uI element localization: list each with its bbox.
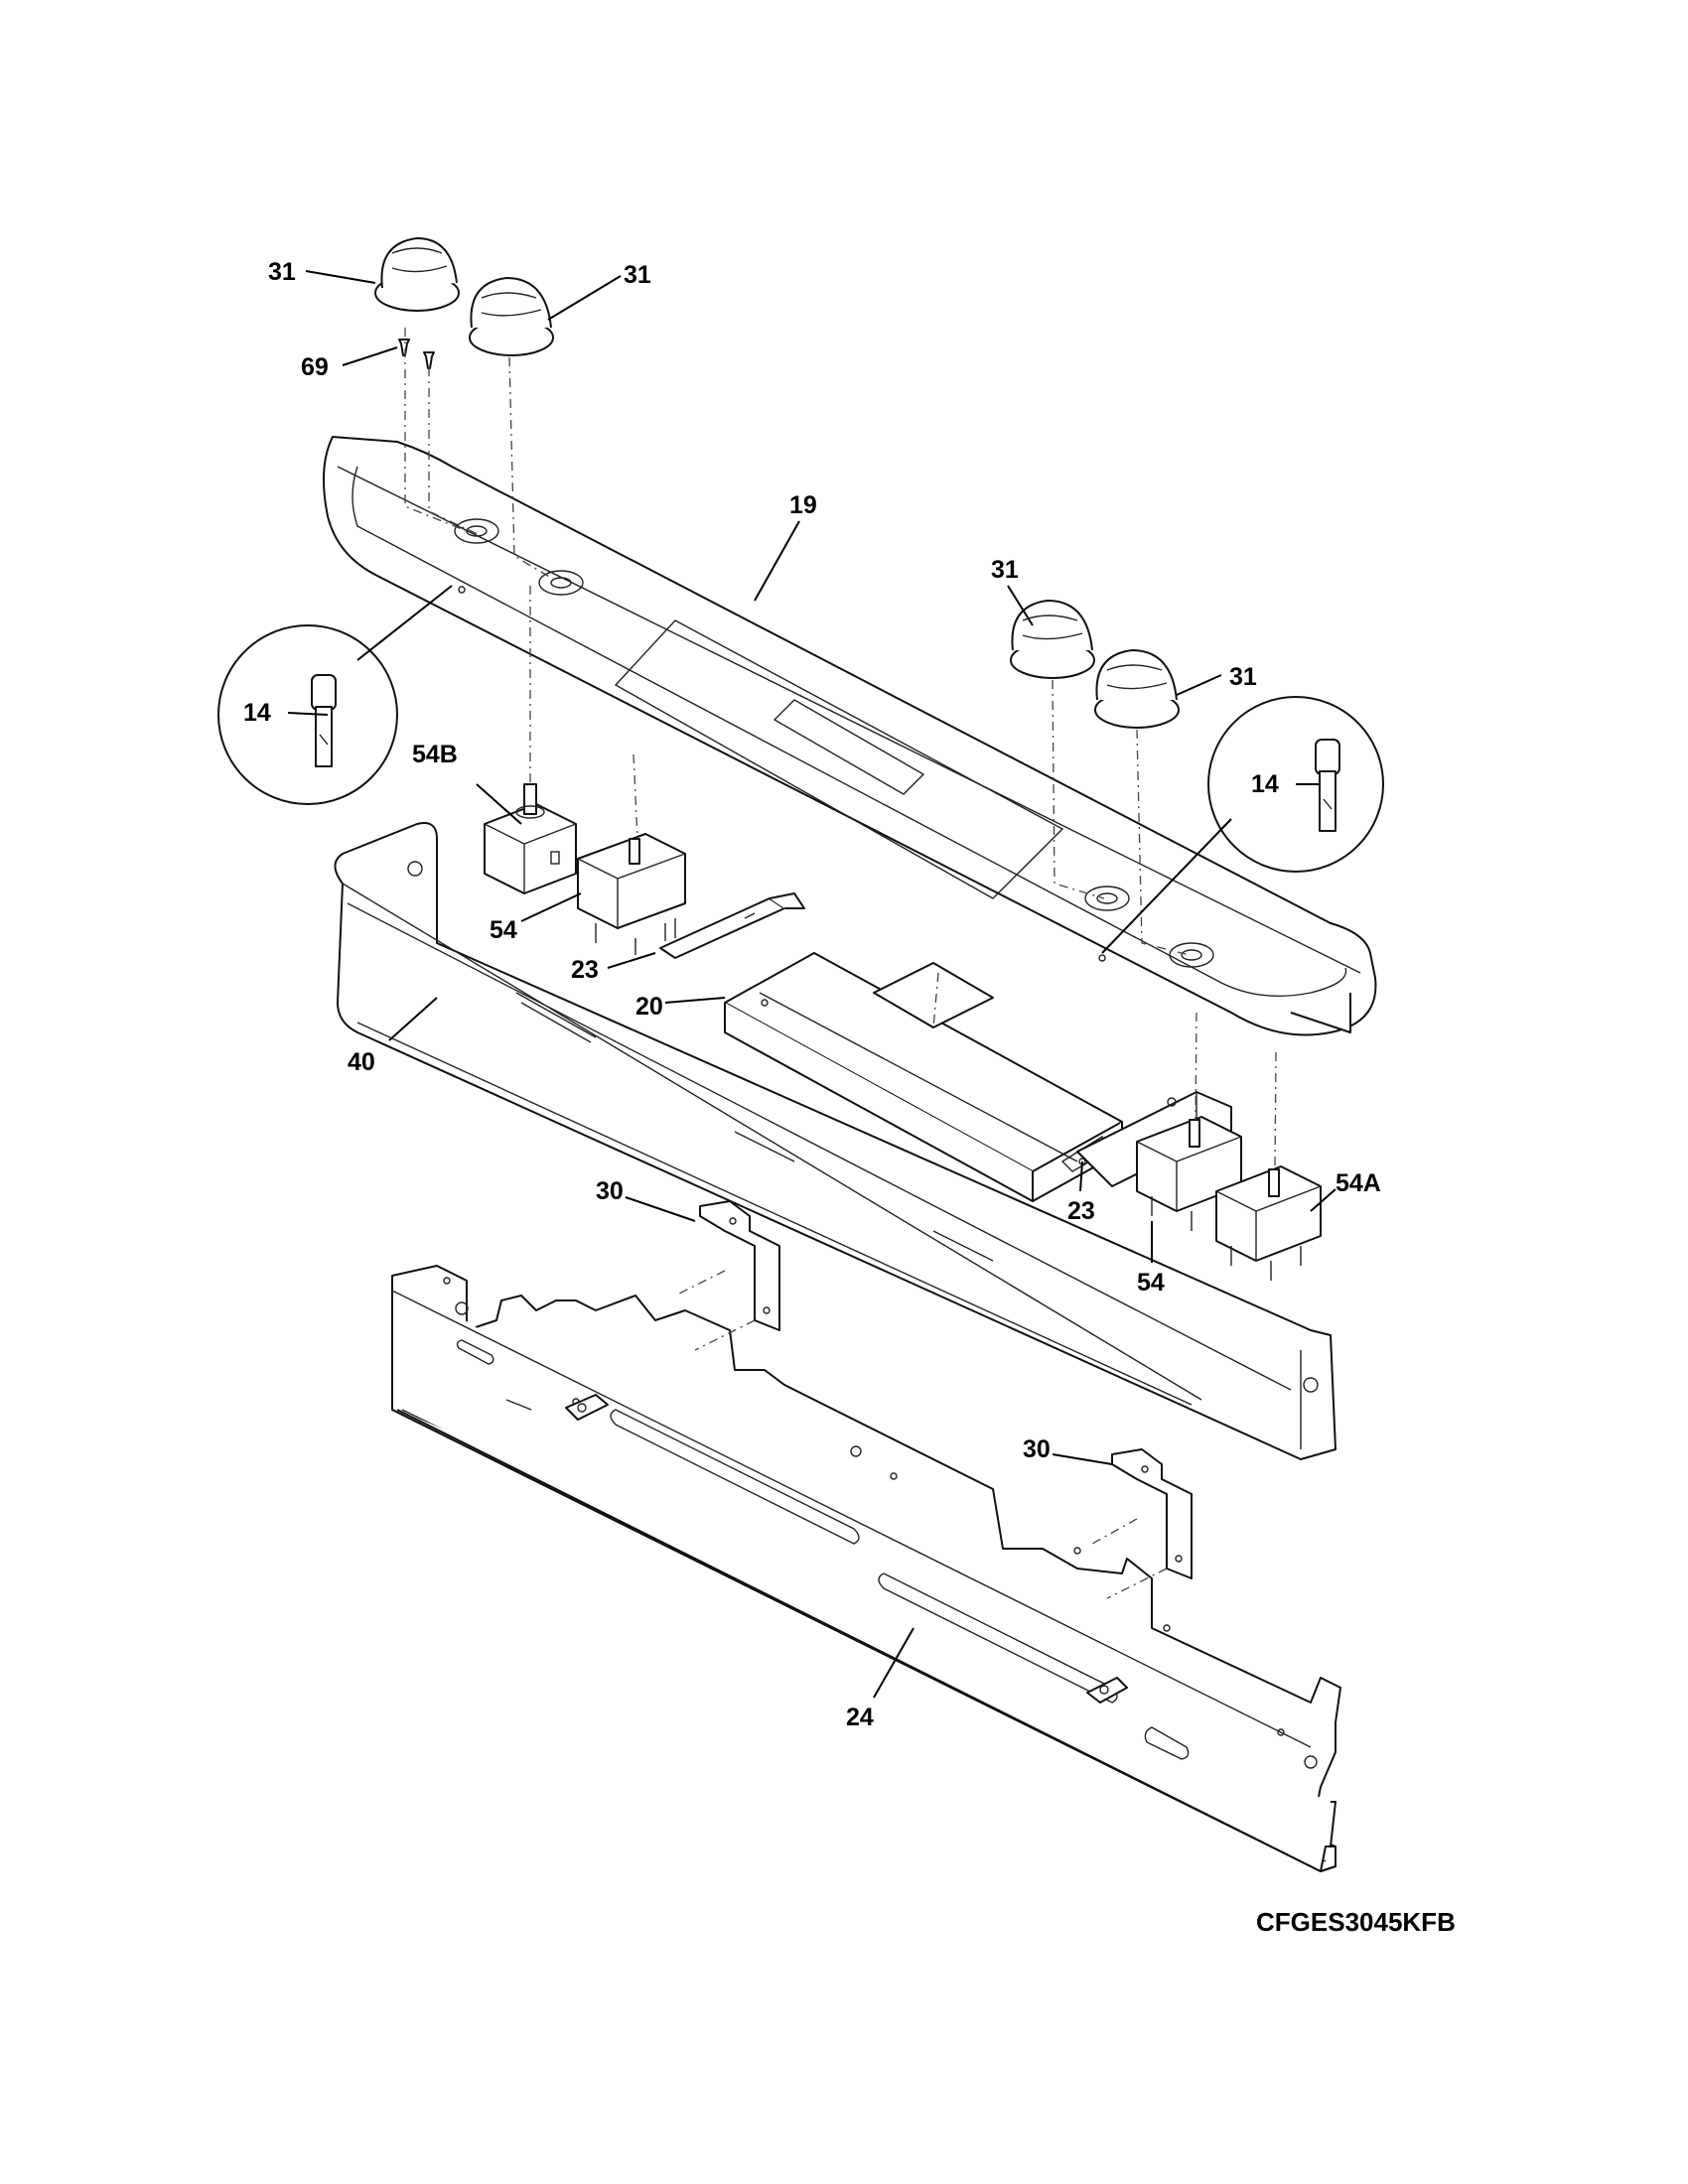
callout-bracket-30-lower: 30 [1023,1435,1051,1463]
indicator-lamp-icon [311,674,337,767]
callout-bracket-30-upper: 30 [596,1177,624,1205]
switch-54a [1215,1165,1322,1281]
callout-switch-54-left: 54 [490,916,517,944]
callout-bracket-23-right: 23 [1067,1197,1095,1225]
callout-bracket-23-left: 23 [571,956,599,984]
knob-right-upper [1010,600,1095,679]
callout-leaders [287,270,1336,1699]
callout-trim-40: 40 [348,1048,375,1076]
callout-knob-c: 31 [991,556,1019,584]
bracket-23-left [659,892,805,959]
callout-knob-d: 31 [1229,663,1257,691]
switch-54b [484,783,577,894]
bracket-30-lower [1091,1448,1193,1599]
callout-switch-54-right: 54 [1137,1269,1165,1297]
callout-labels: 31 31 69 19 31 31 14 14 54B 54 23 20 40 … [243,258,1381,1731]
knob-right-lower [1094,649,1180,729]
callout-knob-b: 31 [624,261,651,289]
bracket-30-upper [674,1200,780,1351]
callout-control-board: 20 [635,993,663,1021]
screw-icon [398,339,435,369]
callout-lamp-right: 14 [1251,770,1279,798]
trim-40 [334,822,1336,1460]
backguard-24 [391,1265,1341,1872]
indicator-lamp-icon [1315,739,1340,832]
assembly-lines [404,328,1277,1170]
callout-switch-54b: 54B [412,741,458,768]
callout-switch-54a: 54A [1336,1169,1381,1197]
callout-screw: 69 [301,353,329,381]
callout-control-panel: 19 [789,491,817,519]
switch-54-left [577,833,686,955]
callout-lamp-left: 14 [243,699,271,727]
control-panel-19 [323,436,1377,1036]
model-number: CFGES3045KFB [1256,1907,1456,1937]
knob-upper-second [469,277,554,356]
knob-upper-left [374,237,460,312]
callout-knob-a: 31 [268,258,296,286]
callout-backguard-24: 24 [846,1704,874,1731]
